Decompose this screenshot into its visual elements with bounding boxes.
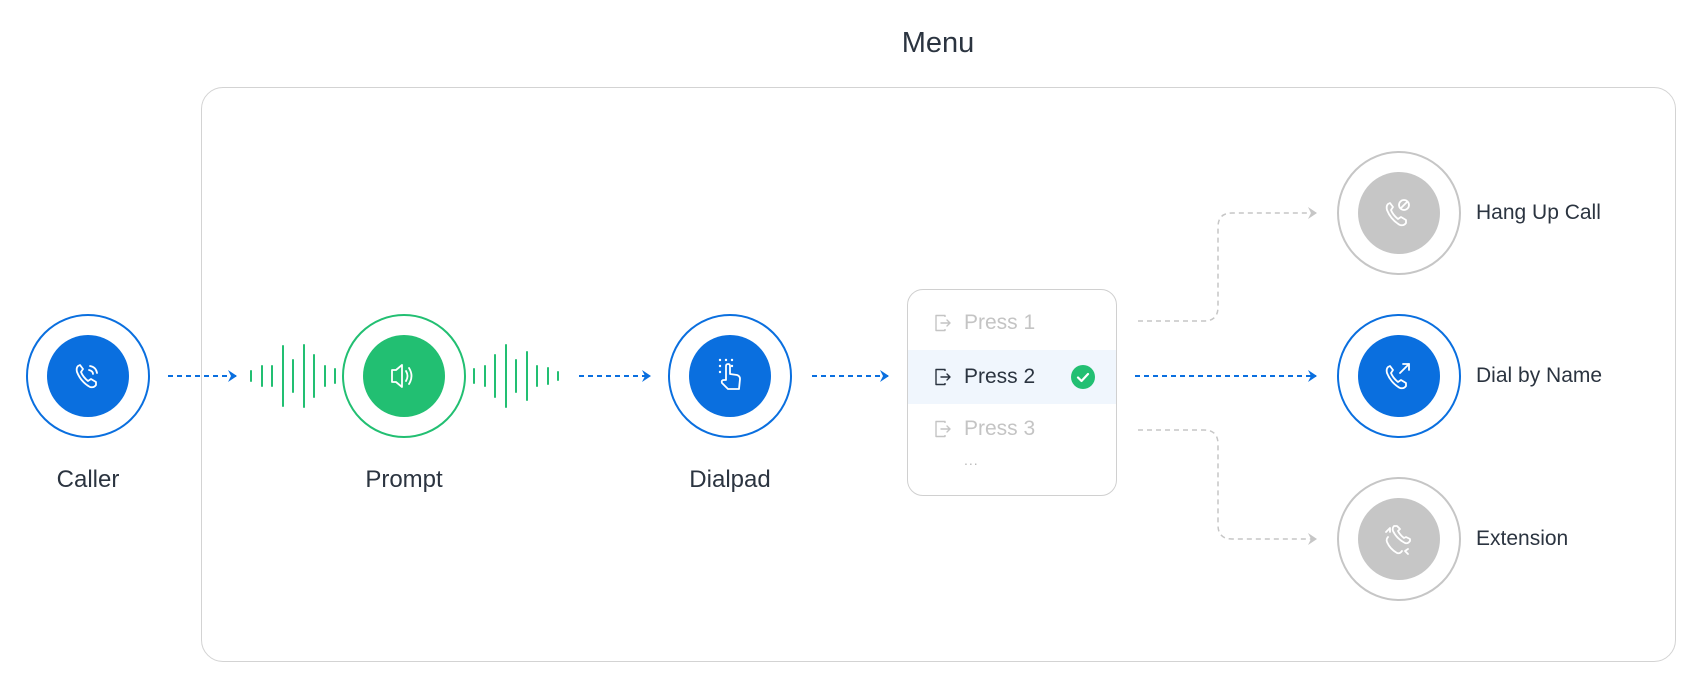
connector-press3-extension <box>1138 429 1317 545</box>
menu-item-label: Press 2 <box>964 365 1036 388</box>
speaker-icon <box>391 364 413 388</box>
node-extension[interactable] <box>1337 477 1461 601</box>
exit-door-icon <box>935 420 951 438</box>
phone-outgoing-icon <box>1385 363 1410 390</box>
exit-door-icon <box>935 368 951 386</box>
menu-options-box: Press 1 Press 2 Press 3 ... <box>907 289 1117 496</box>
node-caller[interactable] <box>26 314 150 438</box>
node-dialpad[interactable] <box>668 314 792 438</box>
outcome-label-hang-up: Hang Up Call <box>1476 201 1601 224</box>
menu-item-label: Press 3 <box>964 417 1036 440</box>
node-label-dialpad: Dialpad <box>689 466 771 493</box>
connector-press1-hang-up <box>1138 207 1317 322</box>
node-label-prompt: Prompt <box>365 466 443 493</box>
phone-transfer-icon <box>1385 525 1411 555</box>
sound-wave-left <box>250 344 336 408</box>
exit-door-icon <box>935 314 951 332</box>
menu-more-ellipsis: ... <box>964 452 979 468</box>
phone-block-icon <box>1385 199 1410 227</box>
node-hang-up[interactable] <box>1337 151 1461 275</box>
node-dial-by-name[interactable] <box>1337 314 1461 438</box>
outcome-label-extension: Extension <box>1476 527 1569 550</box>
sound-wave-right <box>473 344 559 408</box>
phone-ringing-icon <box>75 364 98 389</box>
check-circle-icon <box>1071 365 1095 389</box>
node-label-caller: Caller <box>56 466 120 493</box>
node-prompt[interactable] <box>342 314 466 438</box>
menu-item-press-2[interactable]: Press 2 <box>908 350 1116 404</box>
menu-item-press-1[interactable]: Press 1 <box>908 296 1116 350</box>
diagram-title: Menu <box>901 27 975 59</box>
keypad-touch-icon <box>718 358 741 390</box>
outcome-label-dial-by-name: Dial by Name <box>1476 364 1603 387</box>
menu-item-label: Press 1 <box>964 311 1036 334</box>
menu-panel <box>201 87 1676 662</box>
menu-item-press-3[interactable]: Press 3 <box>908 402 1116 456</box>
